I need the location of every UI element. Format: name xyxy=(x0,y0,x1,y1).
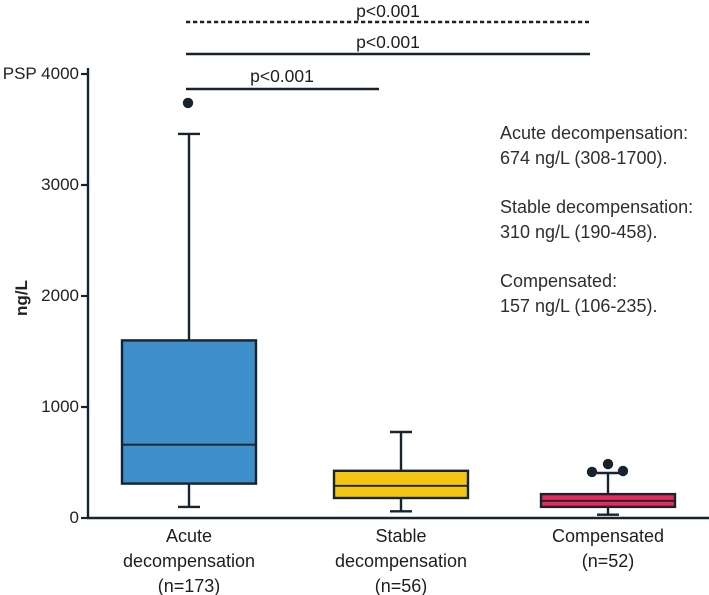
annotation-stable-title: Stable decompensation: xyxy=(500,197,694,217)
annotation-stable-value: 310 ng/L (190-458). xyxy=(500,222,658,242)
x-label-compensated-line1: (n=52) xyxy=(581,551,635,571)
outlier-acute-decompensation-0 xyxy=(182,97,194,109)
annotation-compensated-title: Compensated: xyxy=(500,271,618,291)
annotation-acute-value: 674 ng/L (308-1700). xyxy=(500,148,668,168)
y-tick-label-2000: 2000 xyxy=(41,286,79,305)
box-stable-decompensation xyxy=(332,469,470,500)
sig-label-acute-vs-compensated: p<0.001 xyxy=(356,32,420,52)
sig-label-acute-vs-compensated-dashed: p<0.001 xyxy=(356,1,420,21)
y-tick-label-3000: 3000 xyxy=(41,175,79,194)
x-label-acute-decompensation-line1: decompensation xyxy=(122,551,256,571)
annotation-compensated: Compensated: 157 ng/L (106-235). xyxy=(500,269,657,319)
x-label-stable-decompensation-line0: Stable xyxy=(375,526,427,546)
y-tick-label-4000: PSP 4000 xyxy=(2,64,79,83)
x-label-acute-decompensation-line0: Acute xyxy=(165,526,213,546)
outlier-compensated-0 xyxy=(586,466,598,478)
outlier-compensated-1 xyxy=(602,458,614,470)
outlier-compensated-2 xyxy=(617,465,629,477)
annotation-stable: Stable decompensation: 310 ng/L (190-458… xyxy=(500,195,693,245)
y-tick-label-0: 0 xyxy=(69,508,79,527)
x-label-stable-decompensation-line2: (n=56) xyxy=(374,576,428,595)
box-acute-decompensation xyxy=(120,339,258,485)
annotation-compensated-value: 157 ng/L (106-235). xyxy=(500,296,658,316)
y-tick-label-1000: 1000 xyxy=(41,397,79,416)
annotation-acute: Acute decompensation: 674 ng/L (308-1700… xyxy=(500,121,688,171)
x-label-stable-decompensation-line1: decompensation xyxy=(334,551,468,571)
sig-label-acute-vs-stable: p<0.001 xyxy=(250,66,314,86)
x-label-acute-decompensation-line2: (n=173) xyxy=(157,576,221,595)
annotation-acute-title: Acute decompensation: xyxy=(500,123,689,143)
x-label-compensated-line0: Compensated xyxy=(551,526,665,546)
